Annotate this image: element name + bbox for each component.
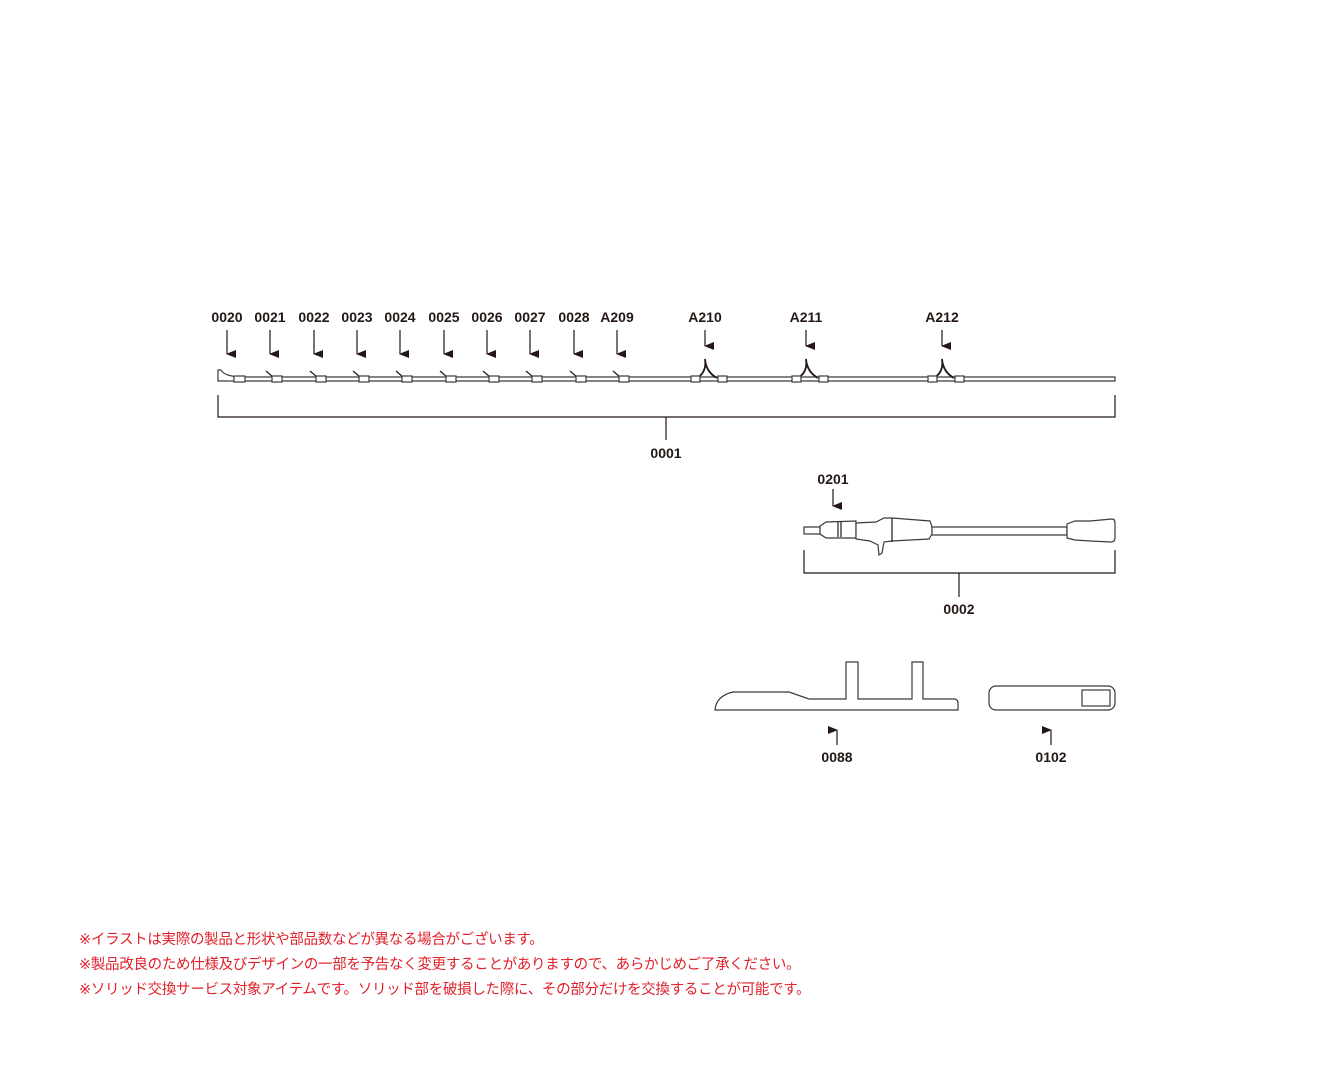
rod-guide xyxy=(525,370,543,383)
guide-label: 0023 xyxy=(341,309,372,325)
guide-label: 0020 xyxy=(211,309,242,325)
rod-guide-large xyxy=(927,358,965,383)
rod-guide xyxy=(395,370,413,383)
rod-guide-large xyxy=(690,358,728,383)
guide-label: A210 xyxy=(688,309,722,325)
guide-label: 0021 xyxy=(254,309,285,325)
cap-window xyxy=(1081,689,1111,707)
part-label-0001: 0001 xyxy=(650,445,681,461)
part-0088-rod-belt xyxy=(714,661,959,711)
guide-label: 0028 xyxy=(558,309,589,325)
bracket-0001 xyxy=(217,395,1116,440)
part-label-0088: 0088 xyxy=(821,749,852,765)
guide-label: 0025 xyxy=(428,309,459,325)
part-label-0002: 0002 xyxy=(943,601,974,617)
rod-guide xyxy=(612,370,630,383)
rod-guide xyxy=(352,370,370,383)
rod-guide-large xyxy=(791,358,829,383)
rod-guide xyxy=(482,370,500,383)
bracket-0002 xyxy=(803,550,1116,597)
guide-label: 0024 xyxy=(384,309,415,325)
note-solid-exchange: ※ソリッド交換サービス対象アイテムです。ソリッド部を破損した際に、その部分だけを… xyxy=(79,982,811,998)
guide-label: A209 xyxy=(600,309,634,325)
part-label-0201: 0201 xyxy=(817,471,848,487)
rod-guide xyxy=(265,370,283,383)
rod-tip-section xyxy=(217,358,1116,383)
rod-guide xyxy=(569,370,587,383)
rod-handle xyxy=(803,517,1116,557)
rod-guide xyxy=(309,370,327,383)
note-spec-change: ※製品改良のため仕様及びデザインの一部を予告なく変更することがありますので、あら… xyxy=(79,957,801,973)
part-label-0102: 0102 xyxy=(1035,749,1066,765)
rod-guide xyxy=(439,370,457,383)
disclaimer-notes: ※イラストは実際の製品と形状や部品数などが異なる場合がございます。 ※製品改良の… xyxy=(79,928,811,1003)
note-illustration: ※イラストは実際の製品と形状や部品数などが異なる場合がございます。 xyxy=(79,932,544,948)
guide-label: 0027 xyxy=(514,309,545,325)
guide-label: A212 xyxy=(925,309,959,325)
guide-label: A211 xyxy=(790,309,823,325)
guide-label: 0026 xyxy=(471,309,502,325)
guide-label: 0022 xyxy=(298,309,329,325)
